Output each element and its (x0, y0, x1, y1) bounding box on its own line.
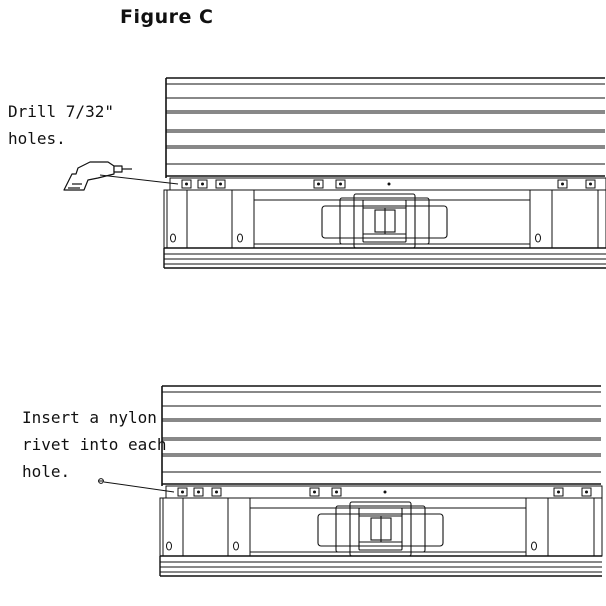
drill-leader-line (99, 174, 179, 185)
rivet-instruction-line-2: rivet into each (22, 435, 167, 454)
drill-instruction-line-2: holes. (8, 129, 66, 148)
drill-instruction-line-1: Drill 7/32" (8, 102, 114, 121)
rivet-icon (98, 478, 104, 484)
figure-title: Figure C (120, 6, 214, 28)
rivet-instruction-line-3: hole. (22, 462, 71, 481)
drill-icon (63, 161, 132, 191)
lower-unit (159, 385, 603, 577)
upper-unit (163, 77, 606, 269)
rivet-instruction-line-1: Insert a nylon (22, 408, 157, 427)
rivet-instruction: Insert a nylon rivet into each hole. (22, 404, 167, 485)
drill-instruction: Drill 7/32" holes. (8, 98, 114, 152)
rivet-leader-line (103, 481, 175, 493)
